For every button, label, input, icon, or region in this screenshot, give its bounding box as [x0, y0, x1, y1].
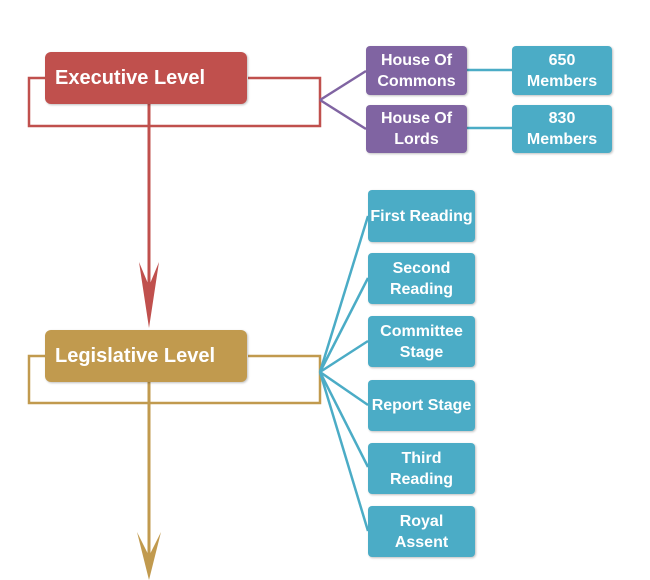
stage-label: Third Reading	[389, 449, 454, 488]
legislative-level-box: Legislative Level	[45, 330, 247, 382]
legislative-to-stages-lines	[318, 215, 370, 532]
stage-first-reading: First Reading	[368, 190, 475, 242]
legislative-level-label: Legislative Level	[55, 344, 216, 367]
legislative-bracket	[27, 354, 322, 405]
lords-members-label: 830 Members	[526, 110, 598, 148]
lords-members-box: 830 Members	[512, 105, 612, 153]
executive-level-label: Executive Level	[55, 66, 206, 89]
stage-label: First Reading	[370, 207, 473, 225]
stage-royal-assent: Royal Assent	[368, 506, 475, 557]
house-of-commons-label: House Of Commons	[377, 51, 456, 90]
executive-bracket	[27, 76, 322, 128]
stage-label: Committee Stage	[380, 322, 463, 361]
stage-committee-stage: Committee Stage	[368, 316, 475, 367]
commons-members-label: 650 Members	[526, 51, 598, 90]
executive-to-lords-line	[319, 98, 367, 131]
stage-second-reading: Second Reading	[368, 253, 475, 304]
stage-label: Royal Assent	[394, 512, 449, 551]
house-of-lords-label: House Of Lords	[380, 110, 453, 148]
stage-label: Report Stage	[371, 397, 472, 414]
stage-third-reading: Third Reading	[368, 443, 475, 494]
house-of-lords-box: House Of Lords	[366, 105, 467, 153]
stage-report-stage: Report Stage	[368, 380, 475, 431]
legislative-down-arrow-head	[137, 532, 161, 580]
commons-members-box: 650 Members	[512, 46, 612, 95]
executive-level-box: Executive Level	[45, 52, 247, 104]
executive-down-arrow-head	[139, 262, 159, 328]
house-of-commons-box: House Of Commons	[366, 46, 467, 95]
stage-label: Second Reading	[389, 259, 454, 298]
executive-to-commons-line	[319, 69, 367, 102]
